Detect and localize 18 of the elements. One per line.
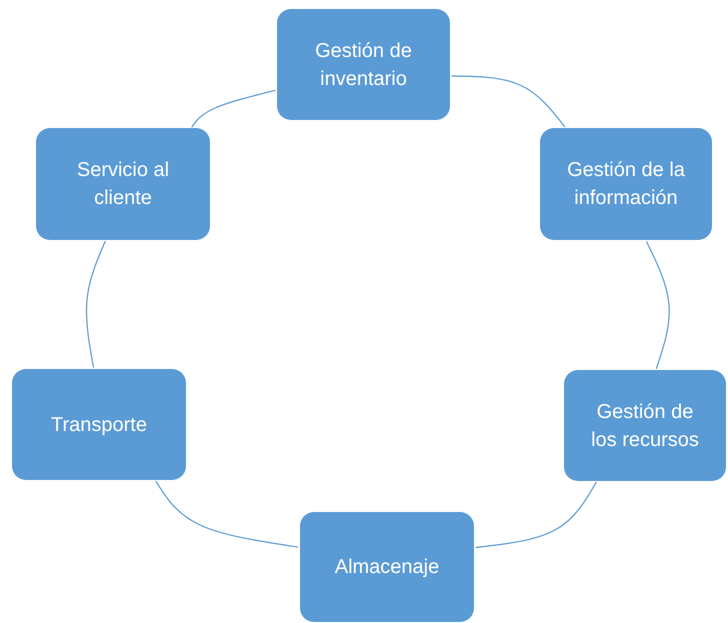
process-box bbox=[36, 128, 210, 240]
connector-arc bbox=[86, 240, 106, 368]
box-label: Almacenaje bbox=[334, 555, 440, 580]
box-label: Transporte bbox=[51, 412, 147, 438]
box-label: Servicio al cliente bbox=[76, 158, 170, 211]
box-label: Gestión de inventario bbox=[314, 38, 413, 92]
connector-arc bbox=[155, 480, 298, 548]
process-box bbox=[300, 512, 474, 622]
process-box bbox=[564, 370, 726, 481]
process-box bbox=[277, 9, 450, 120]
connector-arc bbox=[476, 482, 597, 548]
connector-arc bbox=[646, 240, 670, 369]
process-box bbox=[12, 369, 186, 480]
connector-arc bbox=[452, 75, 566, 128]
process-box bbox=[540, 128, 712, 240]
box-label: Gestión de los recursos bbox=[590, 400, 700, 452]
connector-arc bbox=[191, 90, 276, 128]
box-label: Gestión de la información bbox=[566, 158, 686, 211]
